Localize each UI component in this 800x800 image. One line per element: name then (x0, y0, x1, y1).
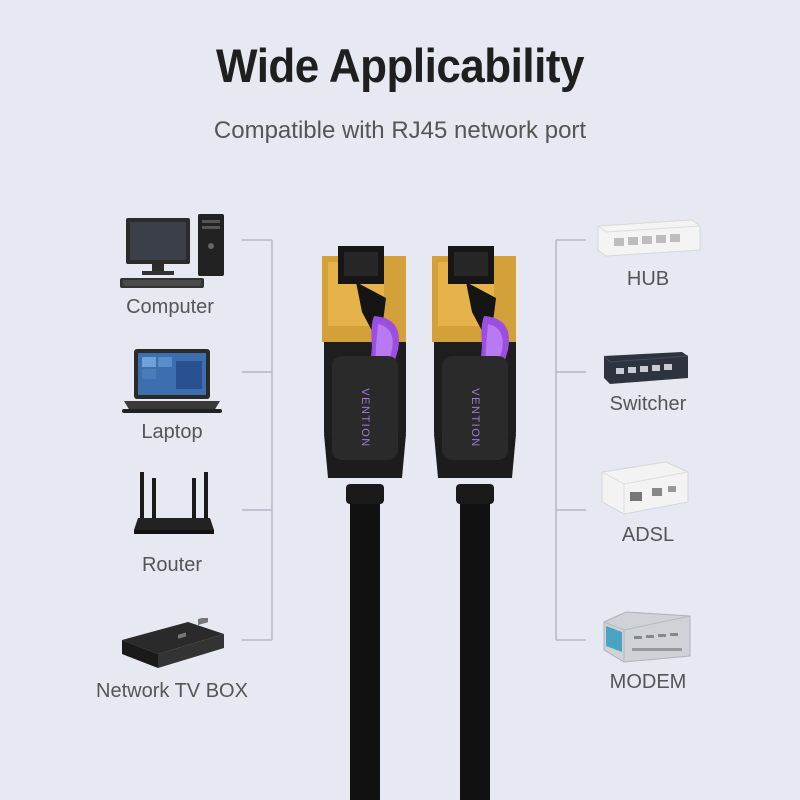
svg-text:VENTION: VENTION (359, 388, 371, 447)
device-label-switcher: Switcher (609, 393, 687, 415)
device-label-modem: MODEM (609, 671, 687, 693)
right-bracket-connector (555, 239, 586, 641)
device-label-tv-box: Network TV BOX (96, 680, 248, 702)
left-bracket-connector (242, 239, 273, 641)
modem-icon (603, 611, 691, 663)
computer-icon (120, 214, 224, 288)
right-rj45-connector: VENTION (432, 246, 516, 800)
left-rj45-connector: VENTION (322, 246, 406, 800)
device-label-laptop: Laptop (141, 421, 203, 443)
page-title: Wide Applicability (216, 40, 584, 93)
device-label-adsl: ADSL (621, 524, 675, 546)
laptop-icon (122, 349, 222, 413)
page-subtitle: Compatible with RJ45 network port (213, 117, 587, 144)
adsl-icon (601, 461, 689, 515)
hub-icon (597, 219, 701, 257)
router-icon (134, 472, 214, 534)
device-label-hub: HUB (626, 268, 670, 290)
device-label-computer: Computer (126, 296, 214, 318)
device-label-router: Router (141, 554, 203, 576)
ethernet-cable-pair: VENTION VENTION (322, 246, 516, 800)
tv-box-icon (122, 618, 224, 668)
svg-text:VENTION: VENTION (469, 388, 481, 447)
switcher-icon (603, 352, 689, 384)
